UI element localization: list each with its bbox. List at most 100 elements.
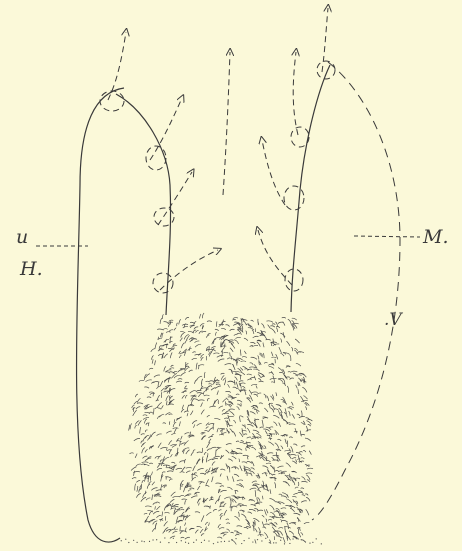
hair-stroke	[301, 501, 307, 503]
hair-stroke	[161, 392, 162, 398]
hair-stroke	[160, 448, 167, 449]
hair-stroke	[181, 409, 184, 412]
flow-arrow-left-2	[158, 172, 192, 225]
hair-stroke	[261, 324, 264, 329]
hair-stroke	[273, 344, 280, 346]
hair-stroke	[227, 476, 228, 481]
hair-stroke	[229, 409, 235, 410]
hair-stroke	[153, 521, 158, 525]
hair-stroke	[295, 428, 297, 433]
hair-stroke	[182, 484, 184, 487]
hair-stroke	[287, 341, 290, 346]
edge-dot	[275, 542, 276, 543]
hair-stroke	[196, 363, 197, 370]
hair-stroke	[185, 317, 189, 319]
hair-stroke	[188, 405, 192, 406]
hair-stroke	[170, 536, 175, 538]
right-outer-envelope	[312, 62, 400, 520]
hair-stroke	[247, 461, 252, 463]
hair-stroke	[208, 436, 212, 437]
hair-stroke	[278, 378, 284, 379]
hair-stroke	[157, 464, 160, 468]
hair-stroke	[130, 453, 134, 454]
hair-stroke	[238, 497, 244, 498]
hair-stroke	[162, 512, 163, 517]
hair-stroke	[264, 533, 268, 539]
hair-stroke	[156, 386, 160, 389]
hair-stroke	[221, 373, 225, 374]
hair-stroke	[274, 511, 281, 512]
hair-stroke	[256, 433, 261, 437]
hair-stroke	[231, 500, 233, 502]
hair-stroke	[278, 322, 284, 323]
hair-stroke	[259, 403, 263, 404]
hair-stroke	[210, 350, 216, 352]
hair-stroke	[207, 442, 211, 448]
hair-stroke	[180, 526, 181, 531]
hair-stroke	[238, 512, 239, 517]
hair-stroke	[185, 388, 188, 389]
right-inner-wall	[291, 65, 330, 312]
hair-stroke	[235, 535, 239, 536]
hair-stroke	[224, 497, 230, 499]
edge-dot	[231, 539, 232, 540]
hair-stroke	[233, 318, 238, 319]
hair-stroke	[291, 402, 293, 406]
hair-stroke	[237, 404, 240, 406]
hair-stroke	[204, 452, 206, 455]
hair-stroke	[244, 527, 248, 529]
hair-stroke	[244, 389, 247, 395]
hair-stroke	[306, 509, 309, 515]
hair-stroke	[298, 389, 299, 394]
hair-stroke	[264, 394, 266, 398]
hair-stroke	[208, 468, 211, 474]
hair-stroke	[162, 333, 163, 338]
hair-stroke	[259, 487, 264, 488]
hair-stroke	[225, 340, 230, 342]
hair-stroke	[190, 390, 196, 393]
hair-stroke	[299, 452, 303, 453]
hair-stroke	[260, 448, 265, 449]
hair-stroke	[246, 331, 247, 335]
hair-stroke	[158, 408, 161, 409]
hair-stroke	[213, 424, 214, 430]
hair-stroke	[155, 360, 156, 365]
hair-stroke	[195, 344, 201, 347]
hair-stroke	[152, 472, 153, 475]
hair-stroke	[292, 318, 297, 320]
hair-stroke	[198, 393, 202, 397]
loop-top-left	[100, 91, 124, 111]
hair-stroke	[202, 448, 203, 453]
hair-stroke	[202, 331, 206, 332]
hair-stroke	[252, 330, 254, 334]
hair-stroke	[153, 503, 157, 505]
hair-stroke	[171, 492, 176, 496]
hair-stroke	[263, 527, 266, 528]
hair-stroke	[301, 411, 302, 417]
edge-dot	[252, 541, 253, 542]
hair-stroke	[163, 423, 166, 424]
hair-stroke	[200, 473, 205, 475]
hair-stroke	[278, 379, 283, 382]
hair-stroke	[289, 531, 294, 535]
hair-stroke	[228, 397, 235, 399]
label-lower-right: .V	[384, 310, 402, 330]
hair-stroke	[197, 376, 202, 379]
hair-stroke	[134, 401, 137, 404]
hair-stroke	[223, 352, 228, 353]
hair-stroke	[207, 349, 210, 351]
edge-dot	[292, 538, 293, 539]
hair-stroke	[197, 486, 200, 490]
hair-stroke	[200, 529, 203, 533]
hair-stroke	[221, 533, 225, 534]
edge-dot	[193, 542, 194, 543]
hair-stroke	[278, 410, 280, 416]
hair-stroke	[290, 455, 296, 456]
hair-stroke	[166, 396, 169, 401]
hair-stroke	[181, 343, 184, 348]
hair-stroke	[216, 384, 220, 385]
hair-stroke	[201, 534, 204, 536]
hair-stroke	[293, 536, 299, 540]
hair-stroke	[296, 452, 302, 455]
